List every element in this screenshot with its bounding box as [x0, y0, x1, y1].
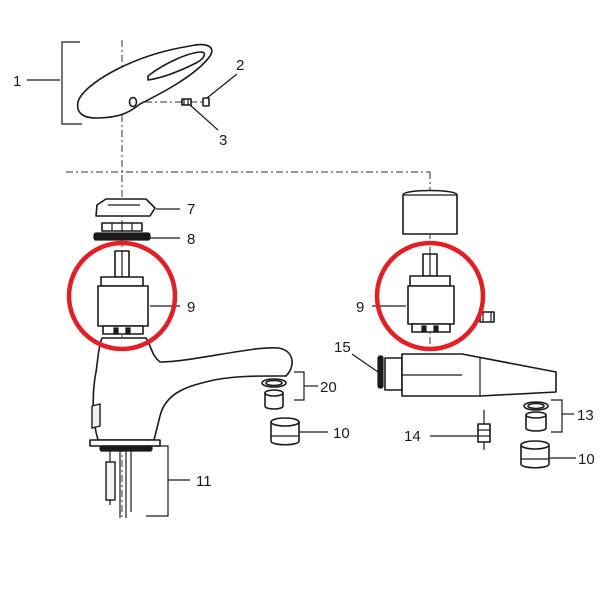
- valve-insert: [477, 410, 491, 450]
- cap-plug: [202, 97, 210, 107]
- callout-9-right: 9: [356, 299, 364, 316]
- leader-lines: [27, 41, 576, 517]
- highlight-circle-left: [66, 240, 178, 352]
- cartridge-left: [97, 250, 149, 335]
- aerator-insert-left: [261, 378, 287, 410]
- callout-labels: 1 2 3 7 8 9 9 15 20 10 11 13 14 10: [13, 57, 595, 490]
- callout-8: 8: [187, 231, 195, 248]
- callout-7: 7: [187, 201, 195, 218]
- callout-3: 3: [219, 132, 227, 149]
- callout-1: 1: [13, 73, 21, 90]
- callout-20: 20: [320, 379, 337, 396]
- lever-handle: [76, 43, 213, 119]
- callout-10-left: 10: [333, 425, 350, 442]
- highlight-circle-right: [374, 240, 486, 352]
- cartridge-right: [407, 253, 455, 333]
- retaining-nut: [93, 222, 151, 241]
- aerator-left: [270, 417, 300, 446]
- callout-11: 11: [196, 473, 212, 490]
- callout-9-left: 9: [187, 299, 195, 316]
- callout-10-right: 10: [578, 451, 595, 468]
- spout-right: [384, 353, 557, 397]
- callout-14: 14: [404, 428, 421, 445]
- cartridge-cap-right: [402, 189, 458, 235]
- faucet-body-left: [89, 337, 293, 452]
- set-screw: [181, 98, 192, 106]
- o-ring: [377, 355, 384, 389]
- callout-13: 13: [577, 407, 594, 424]
- aerator-insert-right: [523, 401, 549, 432]
- cover-cap: [95, 198, 156, 217]
- mounting-set: [105, 451, 132, 518]
- callout-15: 15: [334, 339, 351, 356]
- callout-2: 2: [236, 57, 244, 74]
- highlight-circles: [66, 240, 486, 352]
- aerator-right: [520, 440, 550, 469]
